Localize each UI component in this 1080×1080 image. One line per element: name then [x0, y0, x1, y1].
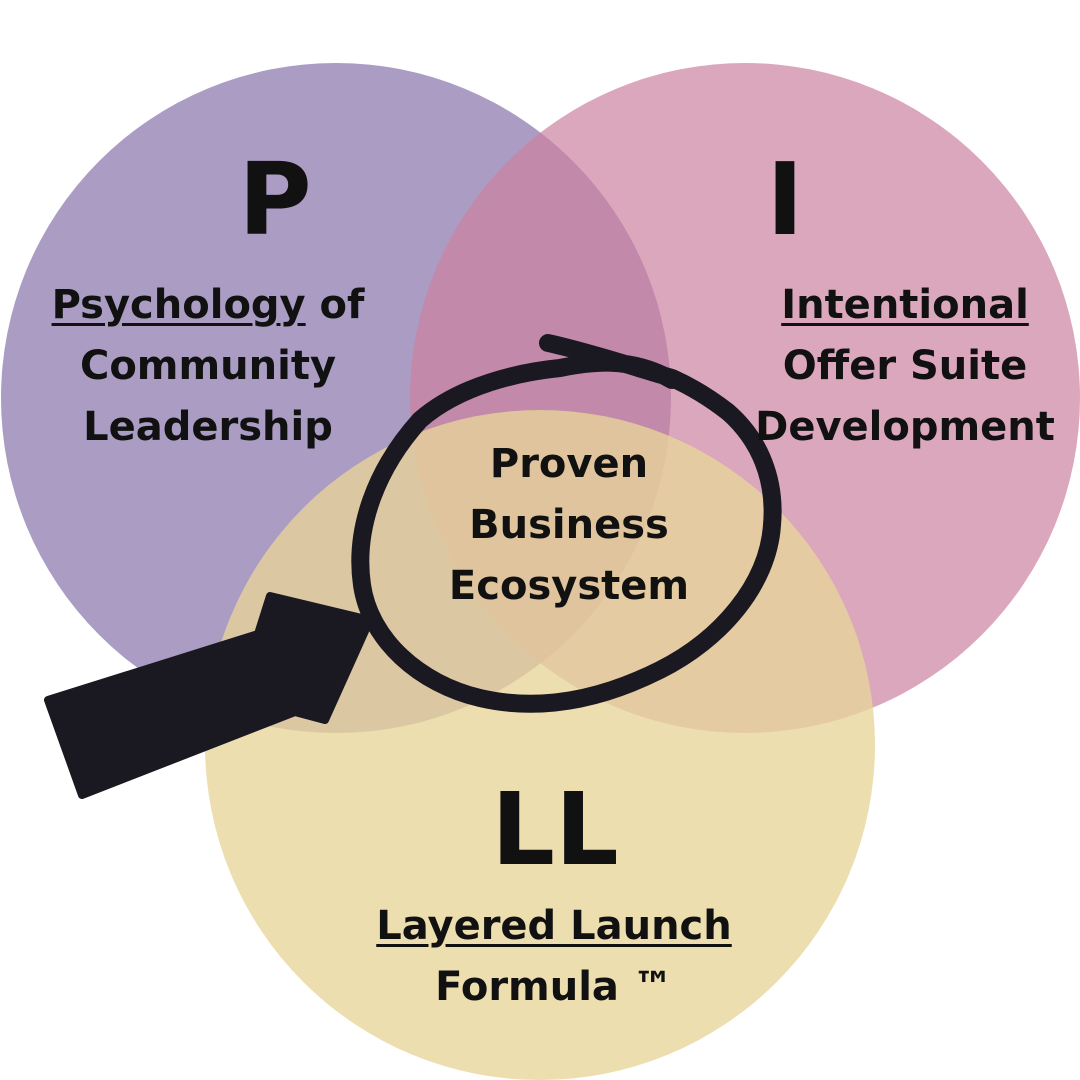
center-line1: Proven [489, 441, 649, 487]
circle-p-letter: P [238, 141, 312, 258]
hand-drawn-circle [351, 334, 782, 713]
circle-i-line3: Development [755, 404, 1055, 450]
circle-i-line1: Intentional [781, 282, 1029, 328]
circle-p-title: Psychology of [28, 275, 388, 336]
circle-i-letter: I [766, 141, 804, 258]
center-line2: Business [469, 502, 669, 548]
psychology-rest: of [305, 282, 365, 328]
circle-ll [205, 410, 875, 1080]
center-line3: Ecosystem [448, 563, 690, 609]
circle-ll-line1: Layered Launch [376, 903, 732, 949]
arrow-icon [44, 592, 374, 799]
circle-ll-line2: Formula ™ [435, 964, 673, 1010]
circle-p-line2: Community [79, 343, 337, 389]
circle-p-line3: Leadership [83, 404, 333, 450]
circle-ll-letter: LL [491, 771, 619, 888]
psychology-underlined: Psychology [51, 282, 306, 328]
circle-i-line2: Offer Suite [782, 343, 1028, 389]
